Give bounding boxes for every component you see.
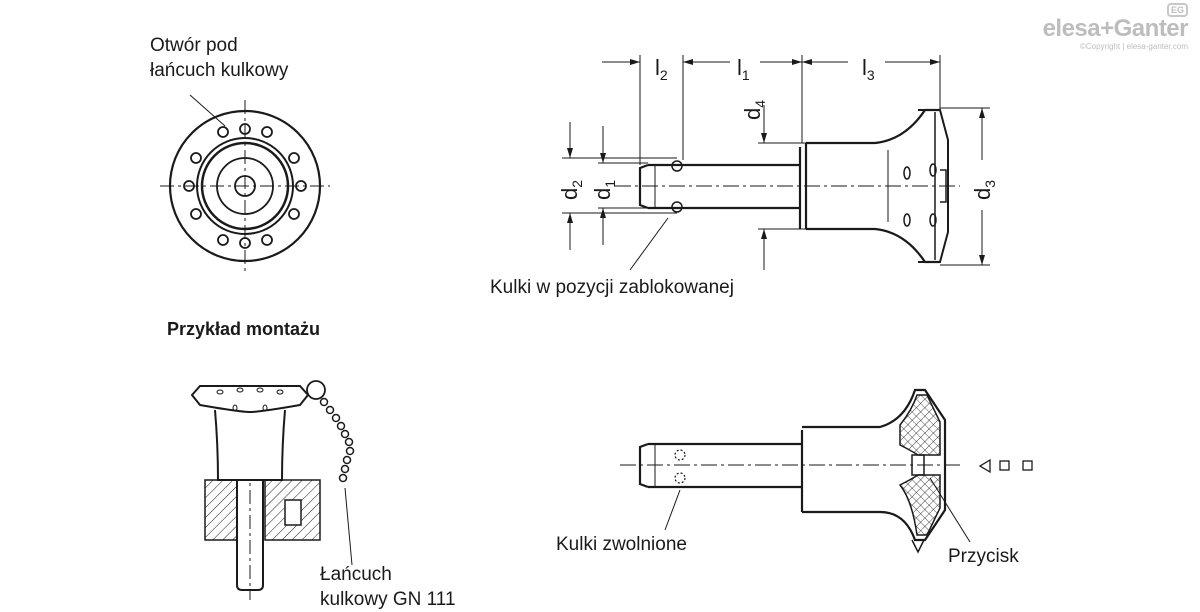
ball-chain: [319, 397, 355, 483]
dimension-labels: l2 l1 l3 d4 d2 d1 d3: [557, 55, 998, 200]
dim-d1: d1: [590, 180, 618, 200]
mounting-view: [190, 380, 355, 600]
section-view: [620, 388, 1033, 554]
label-released-balls: Kulki zwolnione: [556, 534, 687, 555]
label-mounting-example: Przykład montażu: [167, 319, 321, 339]
label-button: Przycisk: [948, 546, 1019, 567]
label-locked-balls: Kulki w pozycji zablokowanej: [490, 277, 734, 298]
logo-badge: EG: [1166, 3, 1188, 17]
label-chain-line1: Łańcuch: [320, 564, 392, 585]
dim-d3: d3: [970, 180, 998, 200]
dim-d2: d2: [557, 180, 585, 200]
dim-l1: l1: [737, 55, 750, 83]
dim-l3: l3: [862, 55, 875, 83]
dim-l2: l2: [655, 55, 668, 83]
label-chain-line2: kulkowy GN 111: [320, 589, 456, 610]
side-view: [562, 55, 990, 271]
label-chain-hole-line2: łańcuch kulkowy: [150, 60, 289, 81]
label-chain-hole-line1: Otwór pod: [150, 35, 238, 56]
logo-name: elesa+Ganter: [1042, 15, 1189, 42]
brand-logo: EG elesa+Ganter ©Copyright | elesa-gante…: [1042, 2, 1189, 52]
front-view: [160, 94, 330, 272]
logo-copyright: ©Copyright | elesa-ganter.com: [1079, 42, 1188, 51]
dim-d4: d4: [740, 100, 768, 120]
